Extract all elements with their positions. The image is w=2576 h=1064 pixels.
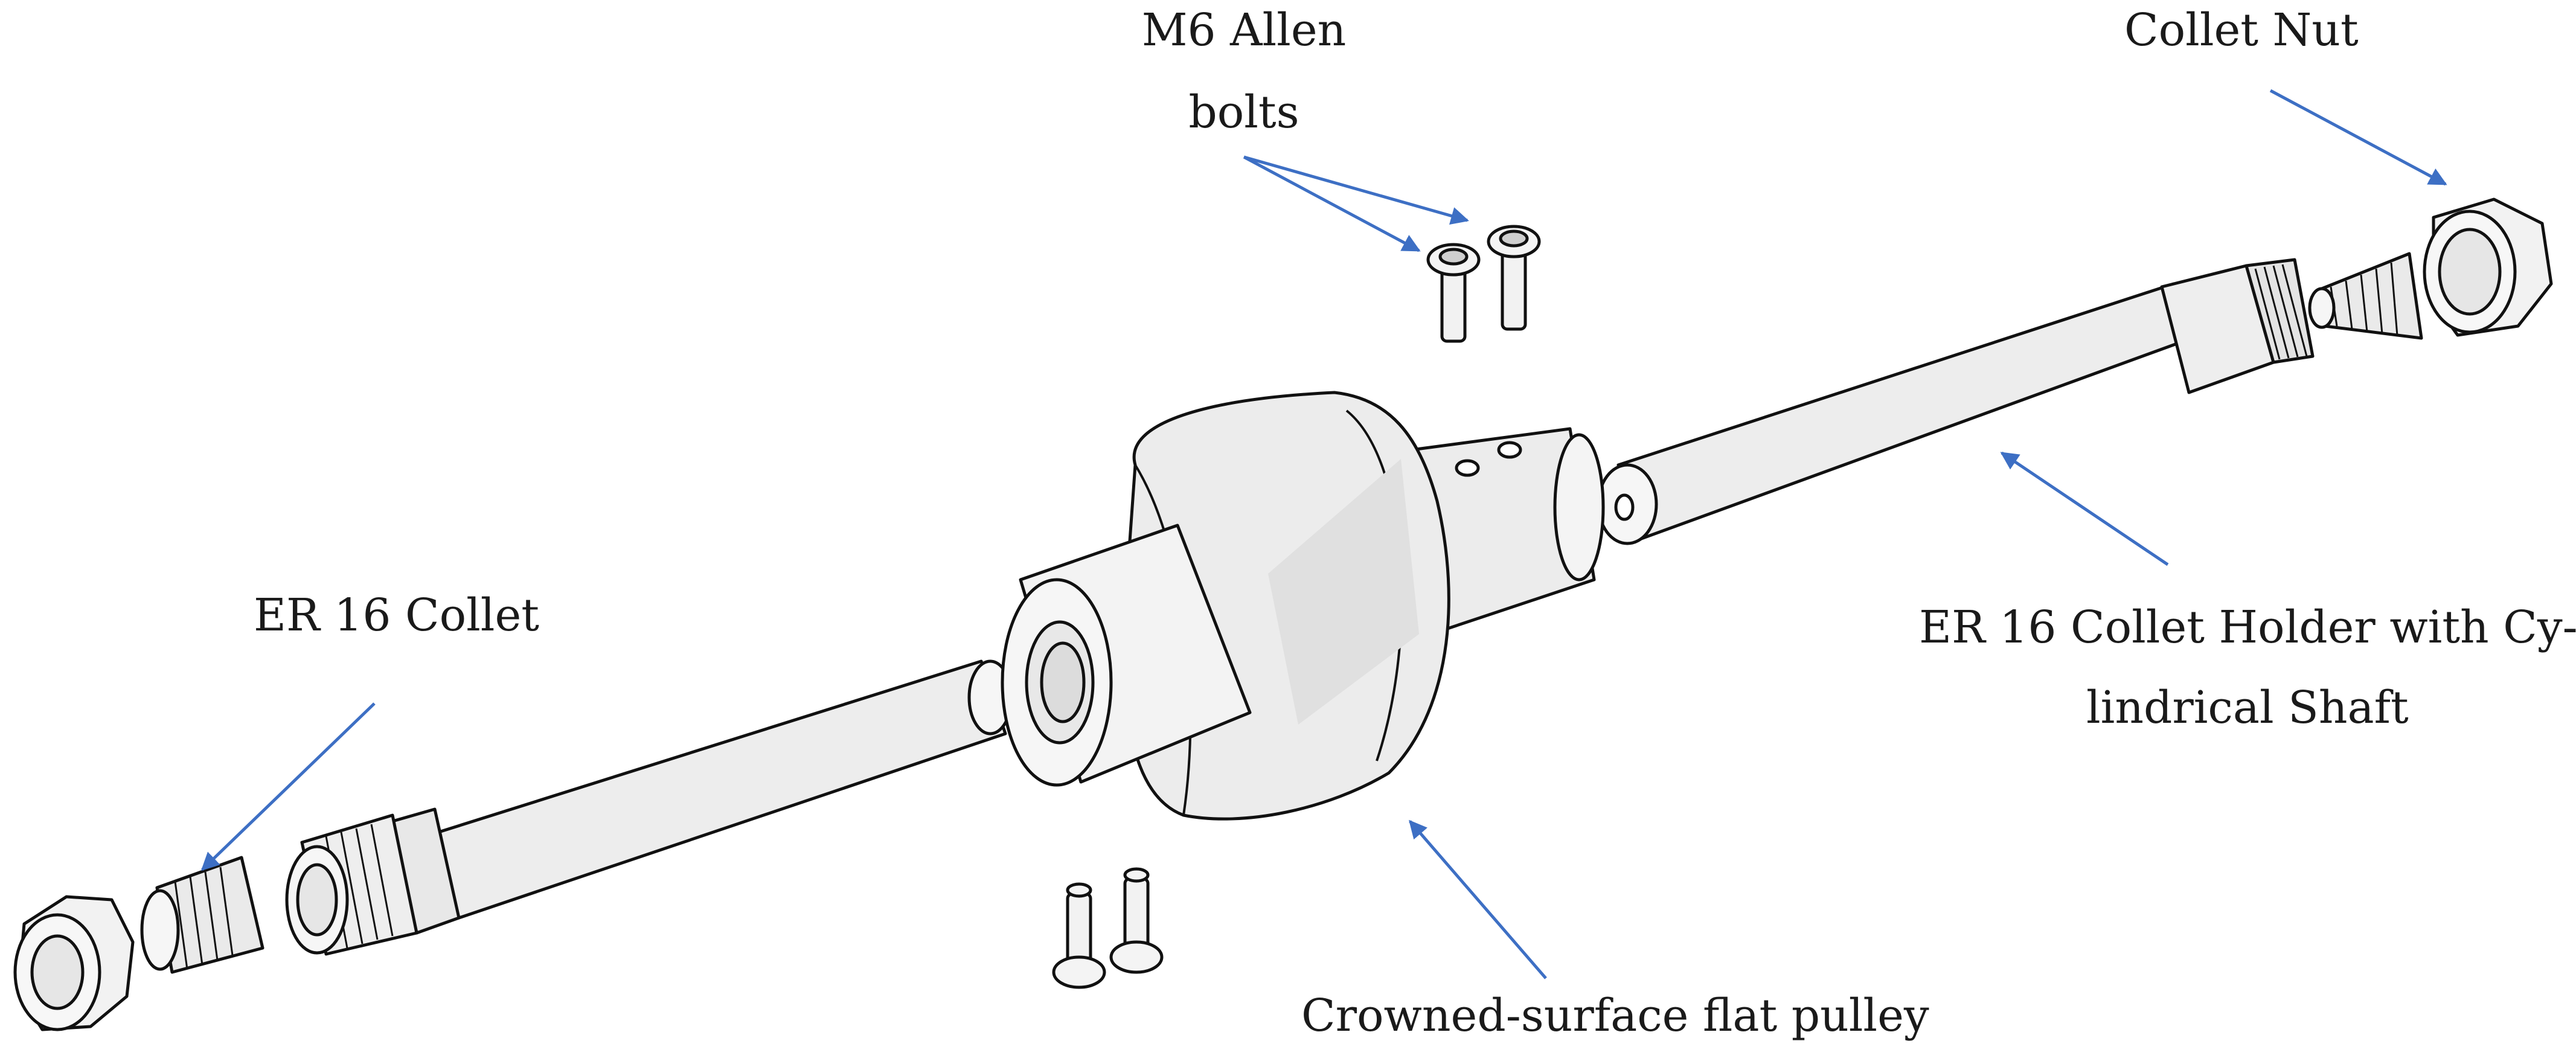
left-collet-holder-shaft (285, 659, 1013, 956)
collet-holder-label-line1: ER 16 Collet Holder with Cy- (1919, 601, 2576, 653)
left-collet (140, 856, 264, 974)
collet-holder-label-line2: lindrical Shaft (2086, 682, 2409, 734)
arrow-bolts-right (1243, 155, 1469, 225)
bottom-allen-bolts (1052, 867, 1164, 989)
right-collet-nut (2423, 197, 2553, 337)
er16-collet-label: ER 16 Collet (254, 589, 539, 641)
collet-nut-label: Collet Nut (2124, 4, 2359, 56)
bolts-label-line2: bolts (1188, 86, 1299, 138)
left-collet-nut (13, 895, 135, 1031)
pulley-label: Crowned-surface flat pulley (1301, 990, 1929, 1042)
arrow-er16-collet (200, 702, 376, 871)
bolts-label-line1: M6 Allen (1141, 4, 1347, 56)
arrow-bolts-left (1243, 155, 1421, 252)
pulley-front-hub (1001, 524, 1252, 787)
right-collet-holder-shaft (1597, 258, 2315, 545)
right-collet (2308, 252, 2423, 340)
top-allen-bolts (1426, 225, 1541, 343)
arrow-collet-nut (2269, 89, 2447, 186)
arrow-collet-holder (2000, 451, 2169, 566)
arrow-pulley (1409, 819, 1547, 979)
